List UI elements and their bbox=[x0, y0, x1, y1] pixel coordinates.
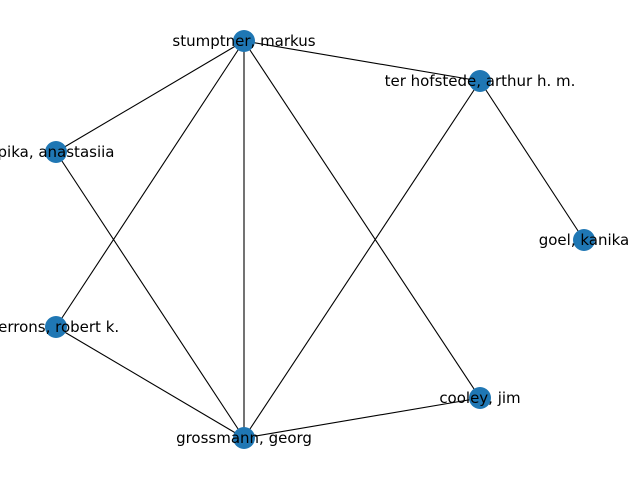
edge-stumptner-ferrons bbox=[55, 40, 245, 328]
edge-stumptner-anastasiia bbox=[55, 40, 245, 153]
edge-stumptner-terhofstede bbox=[243, 40, 481, 82]
edge-terhofstede-grossmann bbox=[243, 80, 481, 439]
edge-grossmann-cooley bbox=[243, 397, 481, 439]
edge-stumptner-cooley bbox=[243, 40, 481, 399]
node-label-goel: goel, kanika bbox=[539, 231, 630, 249]
node-cooley bbox=[469, 387, 491, 409]
node-grossmann bbox=[233, 427, 255, 449]
node-anastasiia bbox=[45, 141, 67, 163]
node-goel bbox=[573, 229, 595, 251]
label-layer: stumptner, markus ter hofstede, arthur h.… bbox=[0, 32, 629, 447]
node-label-stumptner: stumptner, markus bbox=[172, 32, 315, 50]
node-label-cooley: cooley, jim bbox=[439, 389, 520, 407]
edge-terhofstede-goel bbox=[479, 80, 585, 241]
edge-layer bbox=[55, 40, 585, 439]
edge-ferrons-grossmann bbox=[55, 326, 245, 439]
node-label-terhofstede: ter hofstede, arthur h. m. bbox=[385, 72, 576, 90]
node-layer bbox=[45, 30, 595, 449]
node-label-anastasiia: pika, anastasiia bbox=[0, 143, 114, 161]
edge-anastasiia-grossmann bbox=[55, 151, 245, 439]
node-label-grossmann: grossmann, georg bbox=[176, 429, 312, 447]
node-label-ferrons: ferrons, robert k. bbox=[0, 318, 119, 336]
node-stumptner bbox=[233, 30, 255, 52]
node-terhofstede bbox=[469, 70, 491, 92]
node-ferrons bbox=[45, 316, 67, 338]
